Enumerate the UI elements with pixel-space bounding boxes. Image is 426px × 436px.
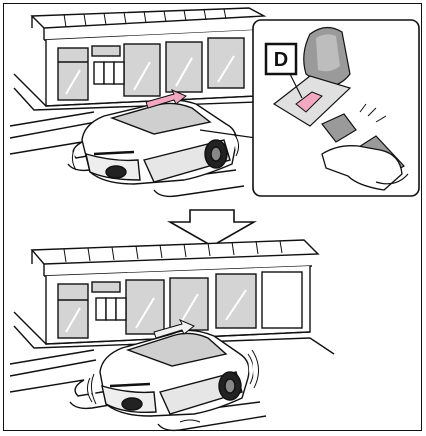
- gear-inset: D: [253, 20, 419, 196]
- building-top: [14, 8, 264, 110]
- vending-machines: [96, 298, 126, 320]
- car-top: [72, 100, 238, 184]
- top-scene: [10, 8, 264, 196]
- storefront-window: [58, 284, 88, 338]
- illustration-frame: D: [3, 3, 422, 431]
- storefront-window: [58, 48, 88, 100]
- storefront-window: [126, 280, 164, 334]
- gear-d-label: D: [274, 49, 288, 71]
- storefront-window: [170, 278, 208, 330]
- storefront-window: [124, 44, 160, 96]
- storefront-window: [208, 38, 244, 88]
- car-bottom: [87, 330, 258, 422]
- storefront-window: [216, 274, 256, 328]
- illustration-canvas: D: [4, 4, 424, 434]
- bottom-scene: [10, 240, 334, 430]
- storefront-window: [166, 42, 202, 92]
- transition-arrow: [170, 210, 254, 246]
- vending-machines: [94, 62, 124, 84]
